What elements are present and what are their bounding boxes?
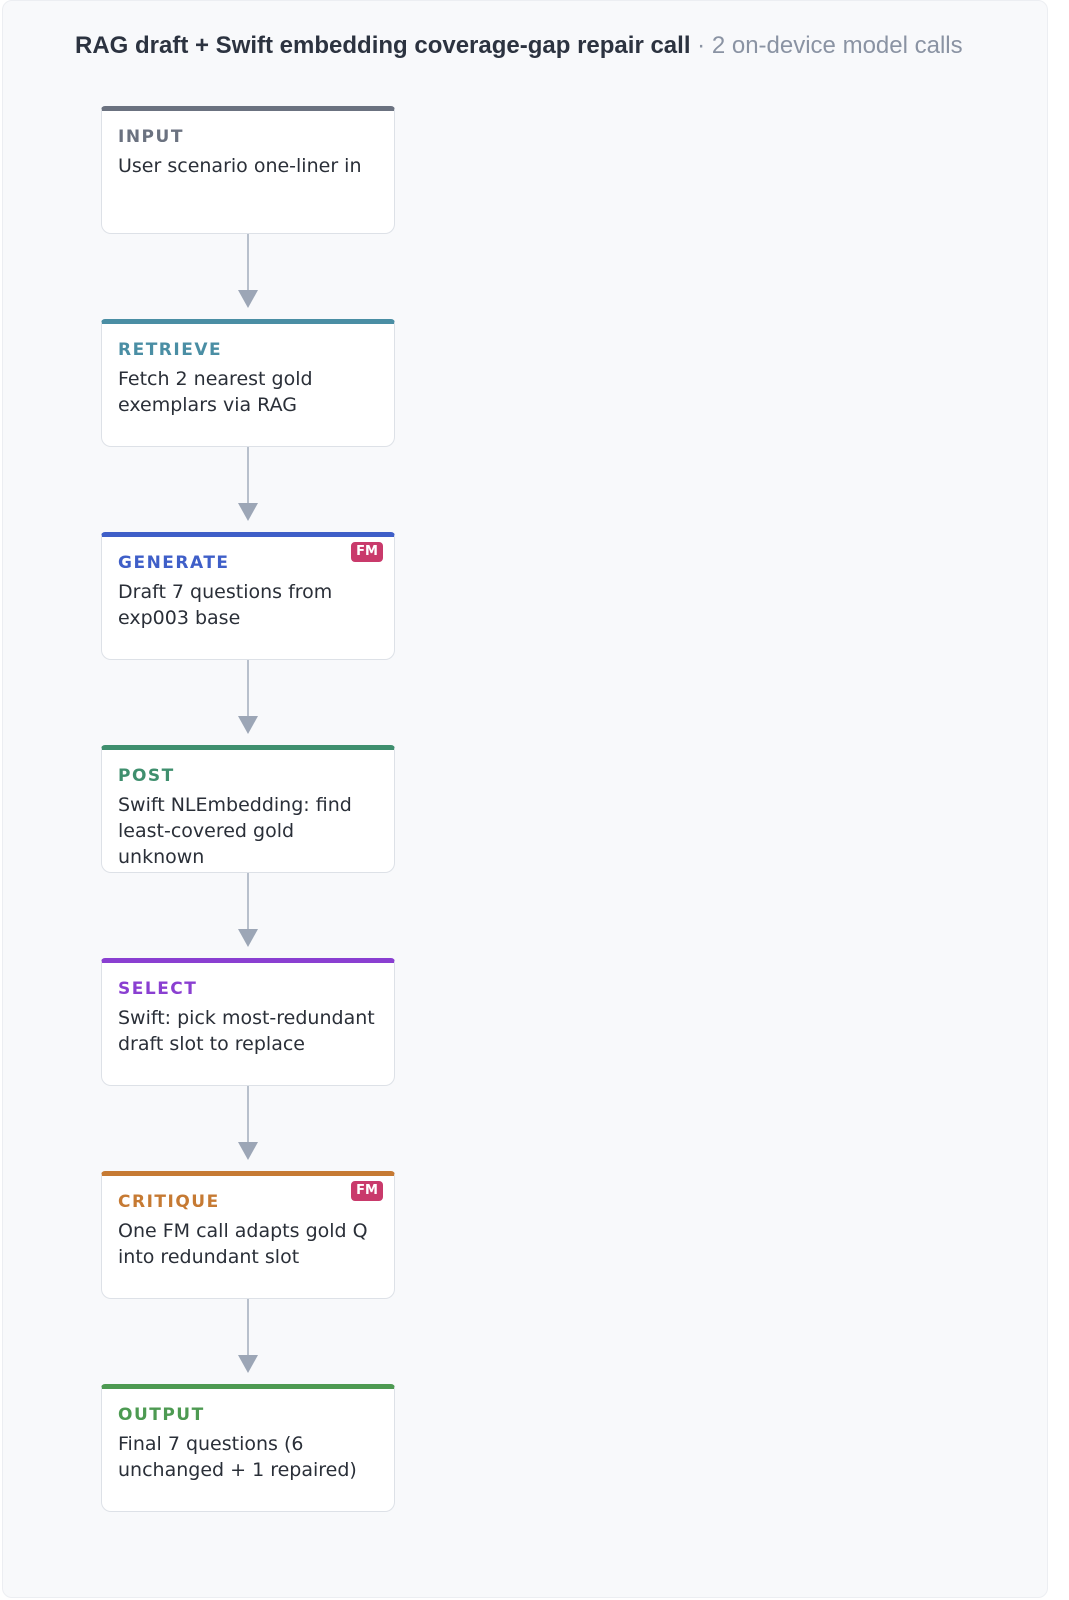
fm-badge: FM bbox=[351, 1181, 383, 1201]
step-description: One FM call adapts gold Q into redundant… bbox=[118, 1220, 368, 1268]
step-description: Swift: pick most-redundant draft slot to… bbox=[118, 1007, 375, 1055]
pipeline-step-select: SELECT Swift: pick most-redundant draft s… bbox=[101, 958, 395, 1086]
step-description: Fetch 2 nearest gold exemplars via RAG bbox=[118, 368, 313, 416]
title-main: RAG draft + Swift embedding coverage-gap… bbox=[75, 32, 691, 59]
connector-line bbox=[247, 234, 249, 290]
arrow-down-icon bbox=[238, 290, 258, 308]
title-subtitle: 2 on-device model calls bbox=[711, 32, 963, 59]
arrow-down-icon bbox=[238, 1355, 258, 1373]
step-label: INPUT bbox=[118, 127, 184, 147]
step-label: CRITIQUE bbox=[118, 1192, 220, 1212]
step-label: OUTPUT bbox=[118, 1405, 205, 1425]
arrow-down-icon bbox=[238, 1142, 258, 1160]
title-separator: · bbox=[697, 32, 706, 59]
connector-line bbox=[247, 447, 249, 503]
step-label: GENERATE bbox=[118, 553, 230, 573]
connector-line bbox=[247, 873, 249, 929]
step-description: Final 7 questions (6 unchanged + 1 repai… bbox=[118, 1433, 357, 1481]
connector-line bbox=[247, 660, 249, 716]
pipeline-step-output: OUTPUT Final 7 questions (6 unchanged + 1… bbox=[101, 1384, 395, 1512]
connector-line bbox=[247, 1299, 249, 1355]
step-description: Draft 7 questions from exp003 base bbox=[118, 581, 333, 629]
fm-badge: FM bbox=[351, 542, 383, 562]
step-label: POST bbox=[118, 766, 175, 786]
pipeline-step-input: INPUT User scenario one-liner in bbox=[101, 106, 395, 234]
arrow-down-icon bbox=[238, 929, 258, 947]
step-label: RETRIEVE bbox=[118, 340, 223, 360]
step-description: Swift NLEmbedding: find least-covered go… bbox=[118, 794, 352, 868]
pipeline-step-generate: GENERATE Draft 7 questions from exp003 ba… bbox=[101, 532, 395, 660]
pipeline-step-post: POST Swift NLEmbedding: find least-covere… bbox=[101, 745, 395, 873]
step-description: User scenario one-liner in bbox=[118, 155, 362, 177]
pipeline-step-critique: CRITIQUE One FM call adapts gold Q into r… bbox=[101, 1171, 395, 1299]
step-label: SELECT bbox=[118, 979, 198, 999]
pipeline-step-retrieve: RETRIEVE Fetch 2 nearest gold exemplars v… bbox=[101, 319, 395, 447]
arrow-down-icon bbox=[238, 503, 258, 521]
connector-line bbox=[247, 1086, 249, 1142]
arrow-down-icon bbox=[238, 716, 258, 734]
diagram-title: RAG draft + Swift embedding coverage-gap… bbox=[75, 31, 1045, 61]
